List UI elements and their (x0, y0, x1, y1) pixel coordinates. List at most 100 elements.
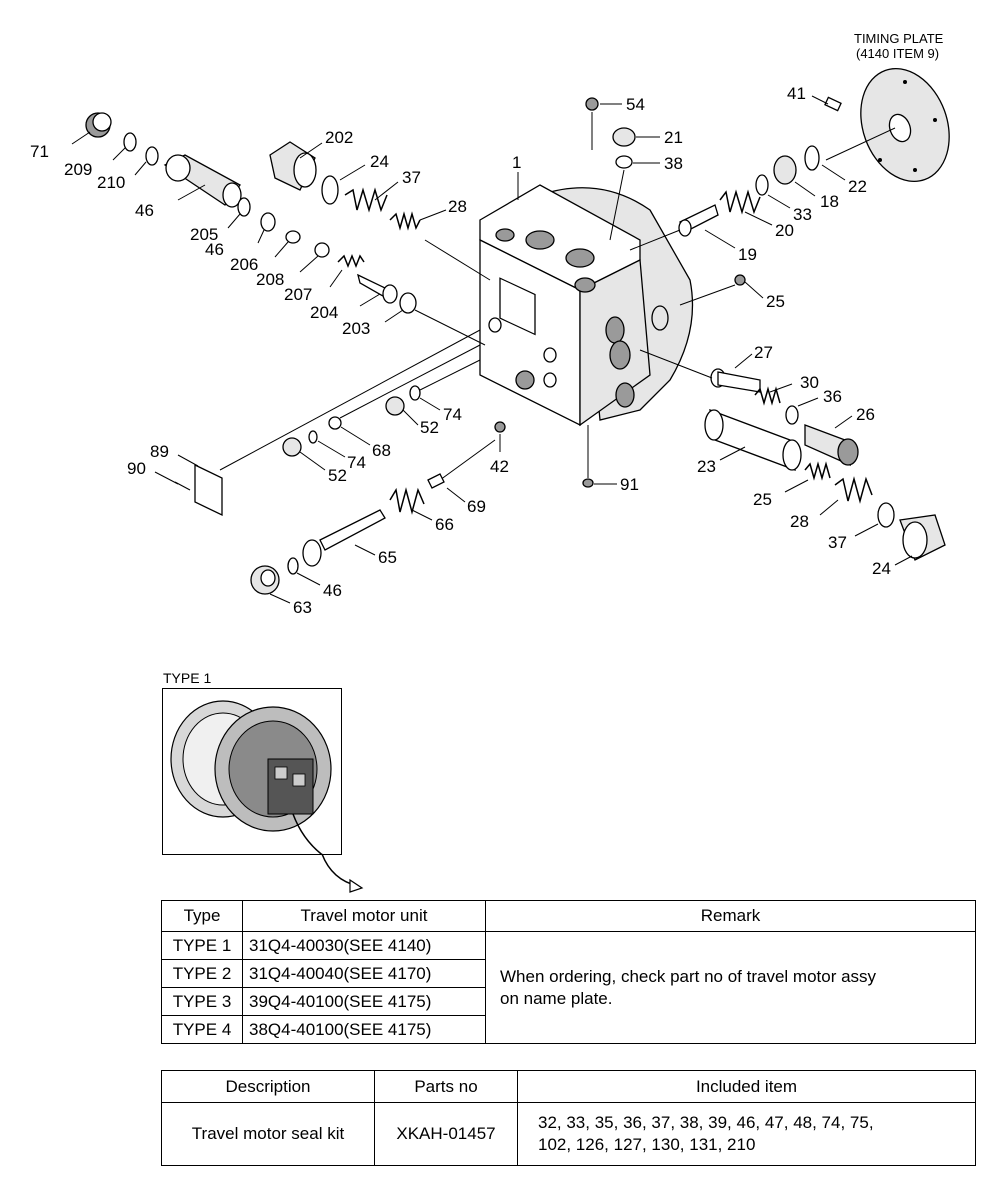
callout-37-b: 37 (828, 533, 847, 552)
plug-21 (612, 127, 636, 147)
callout-210: 209 (64, 160, 92, 179)
callout-63: 63 (293, 598, 312, 617)
kit-parts-no: XKAH-01457 (374, 1102, 518, 1166)
col-header-type: Type (161, 900, 243, 932)
callout-24-b: 24 (872, 559, 891, 578)
table-row: Travel motor seal kit XKAH-01457 32, 33,… (161, 1102, 976, 1166)
callout-25-a: 28 (448, 197, 467, 216)
callout-68: 68 (372, 441, 391, 460)
callout-28-a: 37 (402, 168, 421, 187)
name-plate-89 (194, 463, 223, 517)
callout-25-b: 25 (753, 490, 772, 509)
type-cell: TYPE 3 (161, 987, 243, 1016)
o-ring-74-upper (409, 385, 421, 401)
included-line-1: 32, 33, 35, 36, 37, 38, 39, 46, 47, 48, … (538, 1113, 874, 1132)
callout-24-a: 202 (325, 128, 353, 147)
table-row: TYPE 3 39Q4-40100(SEE 4175) (161, 987, 976, 1016)
callout-71: 25 (766, 292, 785, 311)
callout-54: 54 (626, 95, 645, 114)
callout-22: 22 (848, 177, 867, 196)
plunger-203 (357, 273, 398, 304)
seat-202 (399, 292, 417, 314)
callout-42: 42 (490, 457, 509, 476)
callout-21: 21 (664, 128, 683, 147)
callout-41: 41 (787, 84, 806, 103)
callout-206: 46 (205, 240, 224, 259)
ball-68 (328, 416, 342, 430)
part-207 (314, 242, 330, 258)
callout-30: 30 (800, 373, 819, 392)
ring-206 (260, 212, 276, 232)
plug-24-lower (899, 514, 946, 561)
plug-209 (85, 112, 112, 138)
o-ring-38 (615, 155, 633, 169)
spring-25-upper (389, 211, 421, 231)
plug-54 (585, 97, 599, 111)
plug-18 (773, 155, 797, 185)
kit-included-items: 32, 33, 35, 36, 37, 38, 39, 46, 47, 48, … (517, 1102, 976, 1166)
callout-46-c: 46 (323, 581, 342, 600)
remark-cell: When ordering, check part no of travel m… (485, 931, 976, 1044)
o-ring-74-lower (308, 430, 318, 444)
plug-71 (734, 274, 746, 286)
plug-52-lower (282, 437, 302, 457)
spring-25-lower (804, 461, 831, 481)
col-header-remark: Remark (485, 900, 976, 932)
callout-26: 26 (856, 405, 875, 424)
o-ring-22 (804, 145, 820, 171)
pointer-arrow (321, 853, 364, 893)
unit-cell: 38Q4-40100(SEE 4175) (242, 1015, 486, 1044)
o-ring-46-mid (237, 197, 251, 217)
callout-labels: 71 209 210 46 205 46 206 208 207 204 203… (30, 84, 891, 617)
seal-kit-table: Description Parts no Included item Trave… (161, 1070, 976, 1166)
remark-line-2: on name plate. (500, 988, 613, 1008)
callout-203: 204 (310, 303, 338, 322)
part-208 (285, 230, 301, 244)
callout-20: 20 (775, 221, 794, 240)
o-ring-37-lower (877, 502, 895, 528)
spring-66 (389, 487, 425, 515)
callout-69: 69 (467, 497, 486, 516)
callout-65: 65 (378, 548, 397, 567)
callout-205: 46 (135, 201, 154, 220)
spring-28-upper (344, 187, 388, 213)
unit-cell: 31Q4-40040(SEE 4170) (242, 959, 486, 988)
spool-65 (302, 509, 386, 567)
spool-27 (710, 368, 761, 393)
o-ring-46-upper (145, 146, 159, 166)
callout-74-b: 74 (347, 453, 366, 472)
exploded-parts-diagram: TIMING PLATE (4140 ITEM 9) (30, 31, 950, 617)
unit-cell: 31Q4-40030(SEE 4140) (242, 931, 486, 960)
callout-66: 66 (435, 515, 454, 534)
type-figure-caption: TYPE 1 (163, 670, 212, 686)
callout-27: 27 (754, 343, 773, 362)
callout-209: 71 (30, 142, 49, 161)
plug-63 (250, 565, 280, 595)
callout-23: 23 (697, 457, 716, 476)
o-ring-37-upper (321, 175, 339, 205)
o-ring-46-lower (287, 557, 299, 575)
timing-plate-label-1: TIMING PLATE (854, 31, 944, 46)
callout-52-b: 52 (328, 466, 347, 485)
pin-41 (824, 96, 842, 112)
col-header-included: Included item (517, 1070, 976, 1103)
travel-motor-image (162, 688, 342, 855)
callout-91: 91 (620, 475, 639, 494)
spring-28-lower (834, 476, 873, 504)
callout-46-a: 210 (97, 173, 125, 192)
callout-208: 206 (230, 255, 258, 274)
unit-cell: 39Q4-40100(SEE 4175) (242, 987, 486, 1016)
callout-202: 203 (342, 319, 370, 338)
col-header-parts-no: Parts no (374, 1070, 518, 1103)
kit-description: Travel motor seal kit (161, 1102, 375, 1166)
plug-42 (494, 421, 506, 433)
callout-28-b: 28 (790, 512, 809, 531)
callout-38: 38 (664, 154, 683, 173)
plug-52-upper (385, 396, 405, 416)
plug-26 (804, 424, 859, 467)
plug-205 (163, 154, 242, 208)
plug-91 (582, 478, 594, 488)
callout-37-a: 24 (370, 152, 389, 171)
col-header-unit: Travel motor unit (242, 900, 486, 932)
table-row: TYPE 1 31Q4-40030(SEE 4140) When orderin… (161, 931, 976, 1044)
